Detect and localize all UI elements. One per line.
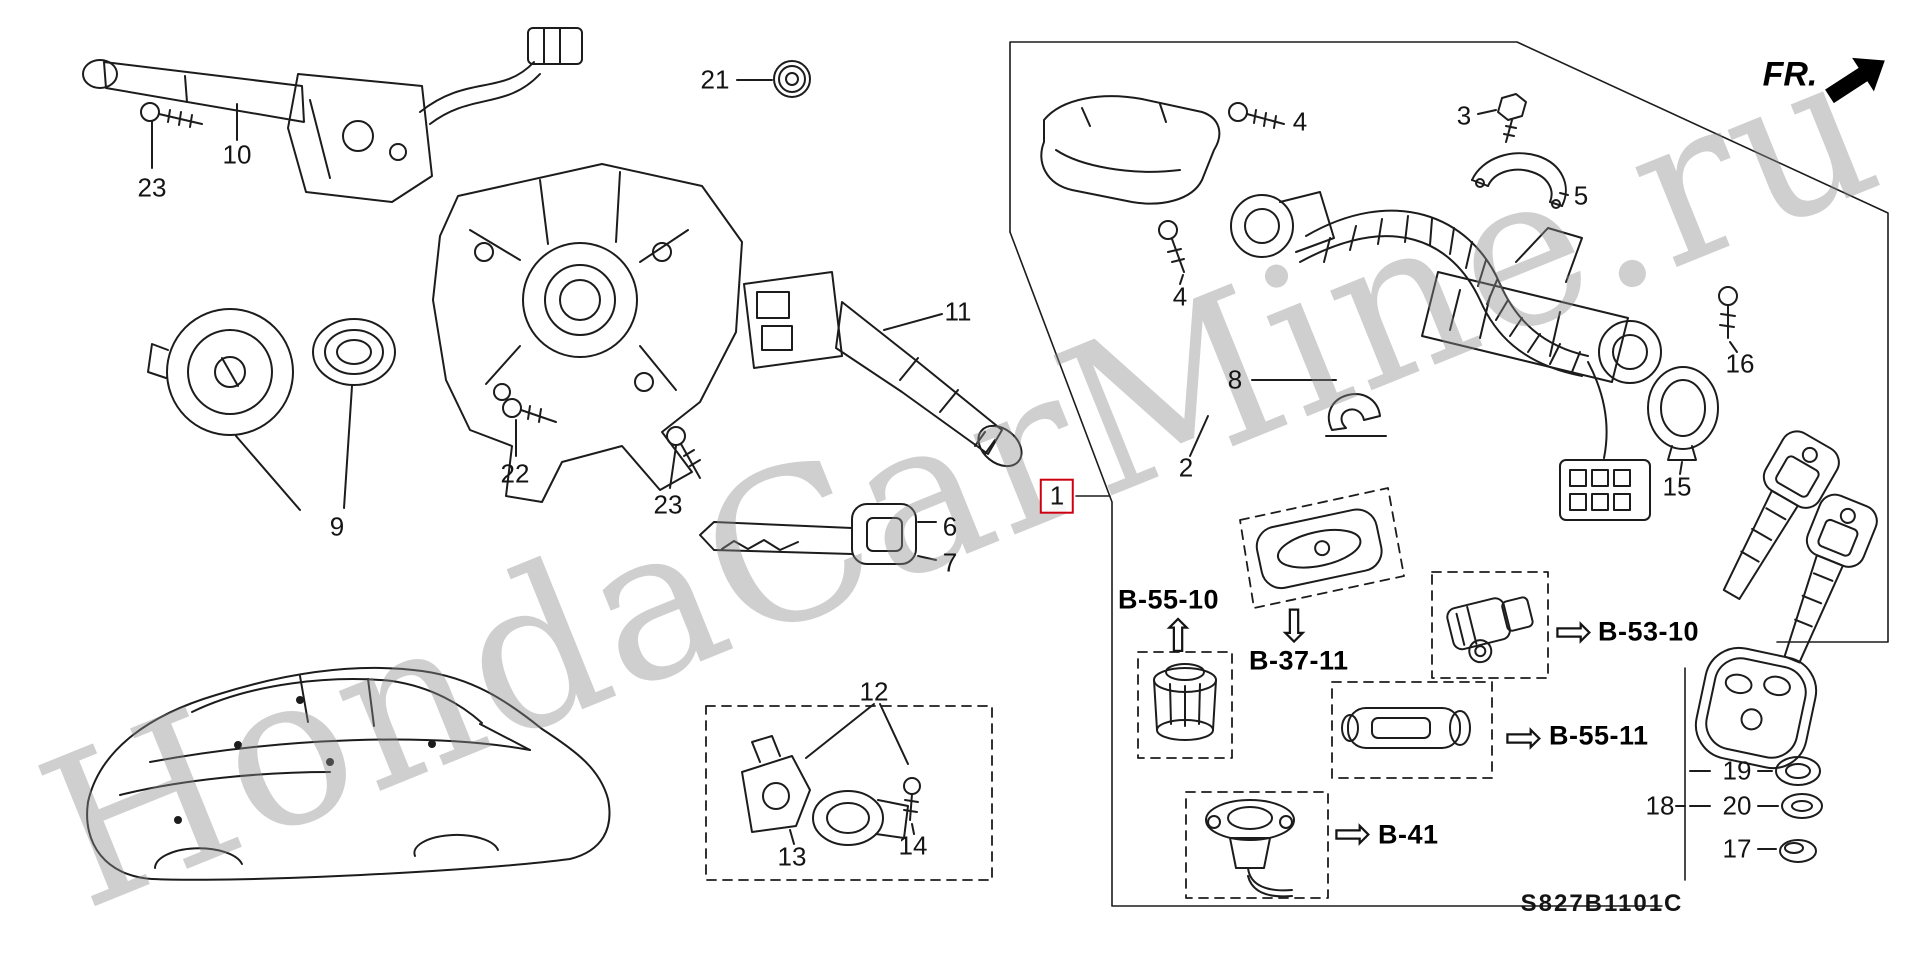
- callout-4[interactable]: 4: [1172, 281, 1188, 312]
- clamp-5-drawing: [1471, 152, 1569, 209]
- selected-callout-1[interactable]: 1: [1039, 478, 1075, 514]
- fr-arrow-icon: [1825, 57, 1885, 104]
- diagram-code: S827B1101C: [1520, 890, 1684, 917]
- callout-11[interactable]: 11: [944, 296, 972, 327]
- ignition-key-drawing: [699, 503, 937, 565]
- callout-17[interactable]: 17: [1722, 833, 1752, 864]
- bolt-3-drawing: [1477, 93, 1527, 143]
- callout-2[interactable]: 2: [1178, 452, 1194, 483]
- callout-12[interactable]: 12: [859, 676, 889, 707]
- callout-10[interactable]: 10: [222, 139, 252, 170]
- callout-20[interactable]: 20: [1722, 790, 1752, 821]
- callout-22[interactable]: 22: [500, 458, 530, 489]
- right-arrow-icon: ⇨: [1504, 710, 1544, 764]
- screw-23b-drawing: [666, 426, 701, 489]
- right-arrow-icon: ⇨: [1554, 604, 1594, 658]
- ref-B-37-11[interactable]: B-37-11: [1249, 645, 1349, 676]
- group-border: [1009, 41, 1889, 907]
- callout-6[interactable]: 6: [942, 511, 958, 542]
- down-arrow-icon: ⇩: [1274, 599, 1314, 653]
- ref-B-41[interactable]: B-41: [1378, 819, 1439, 850]
- callout-9[interactable]: 9: [329, 511, 345, 542]
- callout-23[interactable]: 23: [653, 489, 683, 520]
- screw-22-drawing: [502, 398, 557, 457]
- ref-B-55-11[interactable]: B-55-11: [1549, 720, 1649, 751]
- callout-5[interactable]: 5: [1573, 180, 1589, 211]
- callout-19[interactable]: 19: [1722, 755, 1752, 786]
- immobilizer-ring-15-drawing: [1647, 366, 1719, 475]
- callout-7[interactable]: 7: [942, 547, 958, 578]
- grommet-21-drawing: [736, 60, 811, 98]
- screw-4a-drawing: [1228, 102, 1285, 129]
- key-fob-drawing: [1675, 646, 1823, 863]
- callout-15[interactable]: 15: [1662, 471, 1692, 502]
- ref-B-53-10[interactable]: B-53-10: [1598, 616, 1700, 647]
- turn-signal-switch-drawing: [743, 271, 1023, 468]
- door-lock-switch-group-drawing: [705, 703, 993, 881]
- ignition-switch-assembly-drawing: [1189, 191, 1662, 521]
- up-arrow-icon: ⇧: [1158, 609, 1198, 663]
- callout-3[interactable]: 3: [1456, 100, 1472, 131]
- callout-4[interactable]: 4: [1292, 106, 1308, 137]
- callout-8[interactable]: 8: [1227, 364, 1243, 395]
- callout-13[interactable]: 13: [777, 841, 807, 872]
- fr-direction-label: FR.: [1762, 55, 1818, 94]
- combination-switch-bracket-drawing: [432, 163, 743, 503]
- car-outline-drawing: [86, 667, 611, 881]
- callout-14[interactable]: 14: [898, 830, 928, 861]
- column-cover-drawing: [1040, 95, 1221, 205]
- ref-B-55-10[interactable]: B-55-10: [1118, 584, 1220, 615]
- screw-16-drawing: [1718, 286, 1738, 353]
- screw-4b-drawing: [1158, 220, 1185, 285]
- callout-16[interactable]: 16: [1725, 348, 1755, 379]
- dashed-callout-boxes: [1137, 487, 1549, 899]
- callout-21[interactable]: 21: [700, 64, 730, 95]
- callout-18[interactable]: 18: [1645, 790, 1675, 821]
- keys-drawing: [1722, 430, 1878, 664]
- right-arrow-icon: ⇨: [1333, 806, 1373, 860]
- ring-spring-9-drawing: [147, 308, 396, 511]
- screw-23a-drawing: [140, 102, 203, 169]
- wiper-switch-drawing: [82, 27, 583, 203]
- callout-23[interactable]: 23: [137, 172, 167, 203]
